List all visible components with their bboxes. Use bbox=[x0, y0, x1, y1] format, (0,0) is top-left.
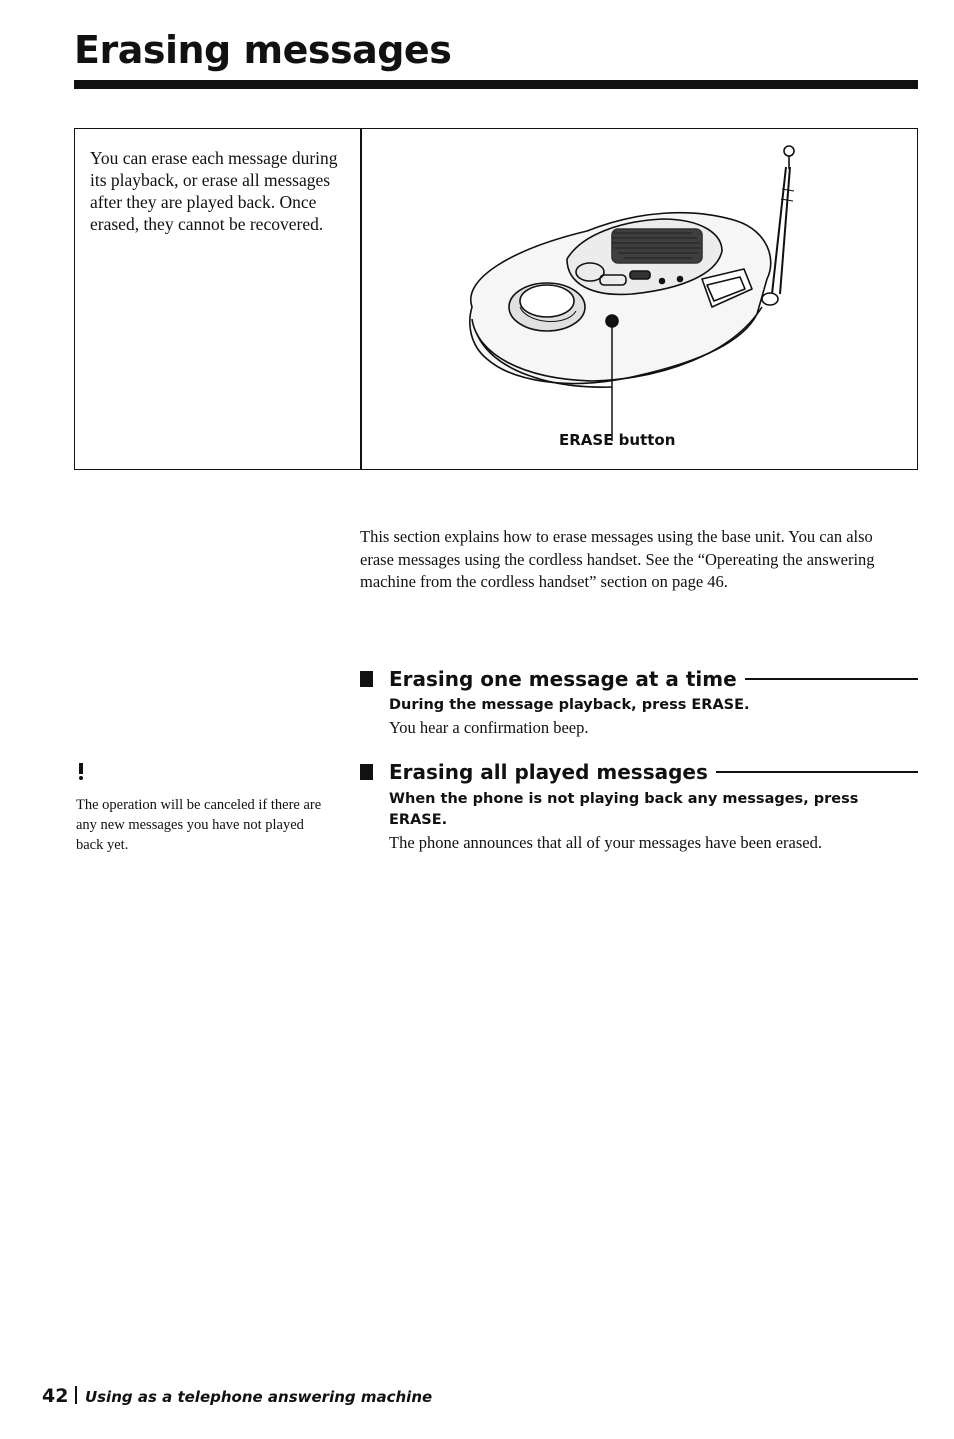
section-heading-text: Erasing one message at a time bbox=[389, 667, 737, 691]
heading-bullet-icon bbox=[360, 671, 373, 687]
intro-text: You can erase each message during its pl… bbox=[90, 148, 338, 234]
title-rule bbox=[74, 80, 918, 89]
erase-button-label: ERASE button bbox=[559, 431, 676, 449]
answering-machine-drawing bbox=[469, 145, 795, 441]
page-number: 42 bbox=[42, 1385, 69, 1407]
base-unit-illustration: ERASE button bbox=[362, 129, 917, 469]
footer-divider bbox=[75, 1386, 77, 1404]
step-instruction: During the message playback, press ERASE… bbox=[389, 697, 750, 713]
body-paragraph: This section explains how to erase messa… bbox=[360, 527, 875, 591]
section-heading-erase-one: Erasing one message at a time bbox=[360, 667, 918, 691]
heading-rule bbox=[744, 678, 918, 680]
heading-bullet-icon bbox=[360, 764, 373, 780]
exclamation-icon bbox=[79, 763, 83, 780]
heading-rule bbox=[715, 771, 918, 773]
box-divider bbox=[360, 129, 362, 469]
page-title: Erasing messages bbox=[74, 28, 452, 72]
step-result: The phone announces that all of your mes… bbox=[389, 833, 822, 852]
page-footer: 42 Using as a telephone answering machin… bbox=[42, 1384, 432, 1407]
step-instruction: When the phone is not playing back any m… bbox=[389, 791, 859, 828]
section-heading-erase-all: Erasing all played messages bbox=[360, 760, 918, 784]
section-heading-text: Erasing all played messages bbox=[389, 760, 708, 784]
step-result: You hear a confirmation beep. bbox=[389, 718, 589, 737]
footer-section-title: Using as a telephone answering machine bbox=[84, 1388, 433, 1406]
intro-box: You can erase each message during its pl… bbox=[74, 128, 918, 470]
note-text: The operation will be canceled if there … bbox=[76, 797, 322, 853]
